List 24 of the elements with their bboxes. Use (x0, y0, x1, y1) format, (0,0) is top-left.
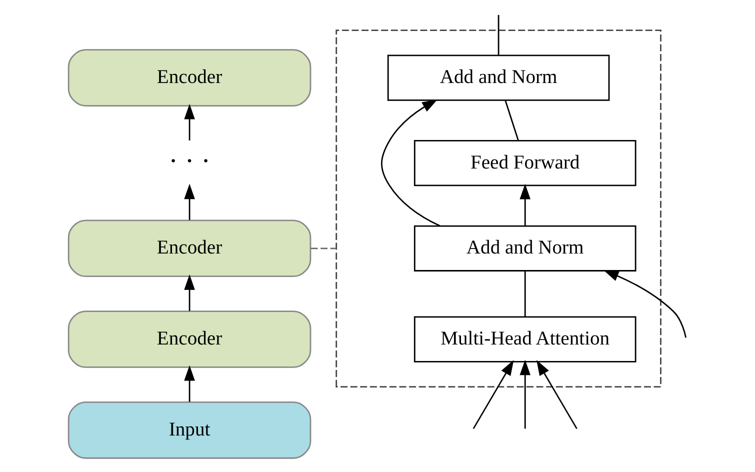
arrow (472, 360, 514, 430)
arrow (520, 360, 530, 429)
cluster (336, 30, 662, 388)
connector (498, 14, 500, 55)
arrow (603, 270, 687, 338)
node-box: Feed Forward (414, 140, 636, 186)
node-box: Add and Norm (387, 54, 610, 101)
arrow (520, 184, 530, 226)
node-box: Encoder (68, 310, 312, 368)
node-box: Encoder (68, 220, 312, 278)
node-box: Input (68, 402, 312, 459)
arrow (381, 99, 440, 226)
arrow (184, 274, 195, 311)
connector (310, 248, 336, 250)
node-box: Add and Norm (414, 225, 636, 272)
arrow (184, 365, 195, 402)
connector (524, 270, 526, 317)
node-box: Multi-Head Attention (414, 316, 636, 362)
arrow (184, 184, 195, 220)
arrow (184, 104, 195, 140)
node-text: · · · (168, 146, 210, 178)
connector (504, 100, 519, 141)
arrow (536, 360, 578, 430)
node-box: Encoder (68, 49, 312, 106)
